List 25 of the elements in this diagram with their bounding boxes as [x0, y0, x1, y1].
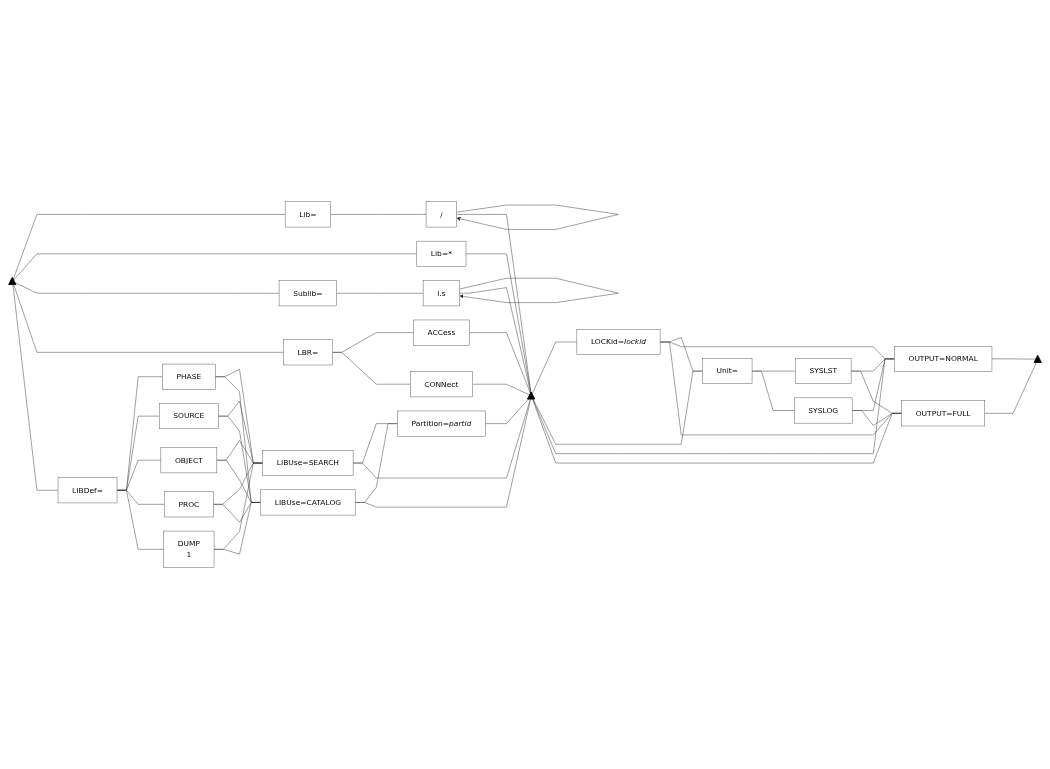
connector [465, 253, 532, 394]
connector [13, 214, 286, 280]
connector [13, 253, 417, 281]
connector [469, 332, 531, 394]
connector [459, 287, 532, 394]
connector [456, 214, 532, 393]
connector [14, 282, 280, 294]
connector [12, 284, 59, 491]
connector [472, 383, 531, 396]
connector [116, 489, 164, 550]
connector [532, 358, 895, 454]
connector [485, 398, 529, 424]
connector [354, 398, 531, 508]
connector [659, 341, 902, 435]
connector [984, 362, 1037, 414]
connector [751, 370, 795, 411]
connector [13, 284, 284, 353]
connector [332, 351, 411, 385]
connector [531, 341, 578, 394]
connector [352, 398, 531, 479]
connector [213, 502, 261, 555]
connector [213, 462, 263, 550]
connector [851, 410, 902, 426]
connector [532, 398, 902, 464]
connector [991, 358, 1037, 360]
